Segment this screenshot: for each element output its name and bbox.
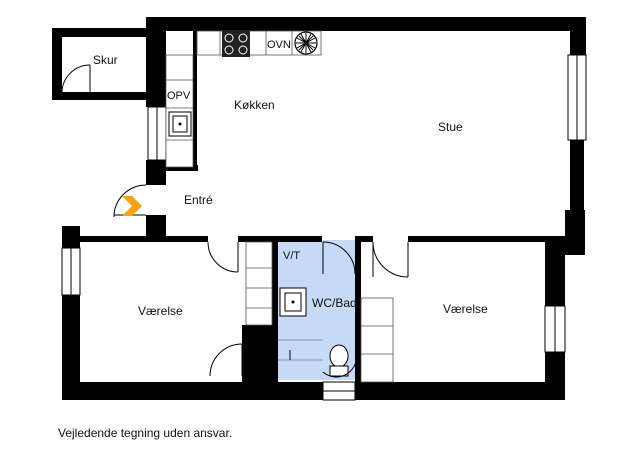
room-label-bathroom: WC/Bad bbox=[312, 296, 357, 310]
bathroom-sink-icon bbox=[279, 287, 307, 317]
kitchen-sink-icon bbox=[168, 111, 192, 137]
wardrobe-right bbox=[360, 297, 394, 383]
exterior-walls bbox=[52, 17, 586, 400]
fixture-label-oven: OVN bbox=[267, 39, 291, 51]
entrance-arrow-icon bbox=[122, 196, 142, 216]
toilet-icon bbox=[329, 344, 349, 377]
room-label-entrance: Entré bbox=[184, 193, 213, 207]
room-label-living: Stue bbox=[438, 120, 463, 134]
interior-walls bbox=[62, 31, 545, 382]
room-label-shed: Skur bbox=[93, 53, 118, 67]
cooktop-icon bbox=[222, 31, 250, 57]
utility-cabinets bbox=[245, 241, 273, 326]
windows bbox=[61, 54, 587, 401]
fixture-label-dishwasher: OPV bbox=[167, 90, 191, 102]
room-label-bedroom-right: Værelse bbox=[443, 302, 488, 316]
fixture-label-washer-dryer: V/T bbox=[283, 250, 300, 262]
disclaimer-text: Vejledende tegning uden ansvar. bbox=[58, 426, 233, 440]
shower-floor bbox=[278, 339, 323, 361]
fan-icon bbox=[294, 31, 318, 55]
room-label-kitchen: Køkken bbox=[234, 98, 275, 112]
room-label-bedroom-left: Værelse bbox=[138, 304, 183, 318]
